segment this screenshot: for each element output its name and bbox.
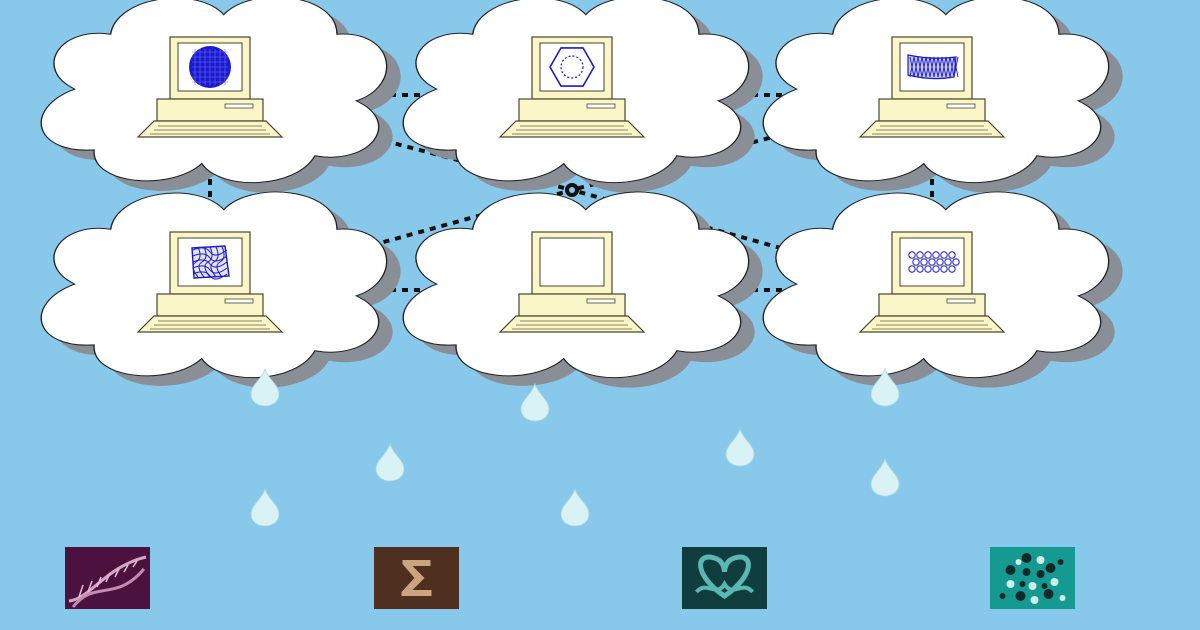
rain-drop <box>250 488 280 527</box>
heart-scroll-icon <box>682 547 767 609</box>
cloud-node-top-center <box>402 0 763 193</box>
rain-drop <box>520 383 550 422</box>
computer-icon <box>859 231 1005 333</box>
rain-drop <box>870 458 900 497</box>
rain-drop <box>725 428 755 467</box>
graphene-sheet-icon <box>908 251 960 273</box>
computer-icon <box>859 36 1005 138</box>
hub-node <box>565 183 579 197</box>
cloud-nodes <box>40 0 1123 388</box>
computer-icon <box>137 36 283 138</box>
dna-helix-icon <box>65 547 150 609</box>
computer-icon <box>137 231 283 333</box>
sigma-icon <box>374 547 459 609</box>
benzene-ring-icon <box>549 47 595 87</box>
cloud-node-top-left <box>40 0 401 193</box>
fullerene-sphere-icon <box>189 46 231 88</box>
rain-drops <box>250 368 900 527</box>
molecule-cluster-icon <box>990 547 1075 609</box>
crumpled-lattice-icon <box>191 245 230 280</box>
computer-icon <box>499 36 645 138</box>
rain-drop <box>375 443 405 482</box>
rain-drop <box>560 488 590 527</box>
nanotube-icon <box>907 54 959 80</box>
tile-row <box>65 547 1075 609</box>
cloud-node-bottom-left <box>40 191 401 388</box>
cloud-node-top-right <box>762 0 1123 193</box>
cloud-node-bottom-right <box>762 191 1123 388</box>
